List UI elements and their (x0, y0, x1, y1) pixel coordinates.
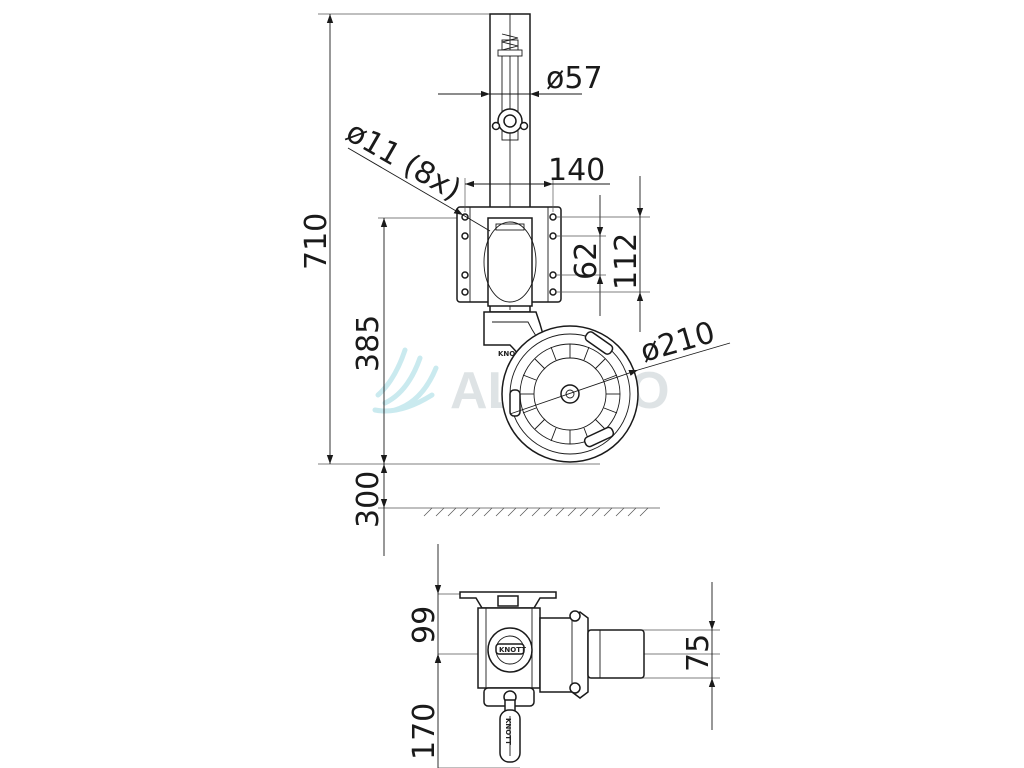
crank-handle: KNOTT (499, 699, 521, 763)
dim-tube-diameter: ø57 (546, 61, 603, 96)
jockey-wheel (501, 325, 639, 463)
dim-plate-offset: 99 (407, 606, 442, 644)
top-view: KNOTT KNOTT 99 170 75 (407, 544, 720, 768)
dim-clamp-height: 75 (681, 634, 716, 672)
dim-handle-length: 170 (407, 703, 442, 760)
dim-overall-height: 710 (299, 213, 334, 270)
bolt-holes (461, 213, 557, 296)
dim-hole-spacing-large: 112 (609, 233, 644, 290)
dim-wheel-diameter: ø210 (637, 315, 719, 369)
dim-bolt-holes: ø11 (8x) (340, 115, 467, 208)
dim-hole-spacing-small: 62 (569, 242, 604, 280)
side-view: KNOTT 710 (299, 13, 731, 556)
spring-icon (497, 33, 523, 57)
clamp-bracket (539, 611, 589, 699)
crank-knob-top-icon: KNOTT (487, 627, 533, 673)
brand-label-fork: KNOTT (498, 350, 525, 358)
watermark-wave-icon (372, 347, 439, 414)
brand-label-handle: KNOTT (504, 718, 512, 745)
dim-plate-width: 140 (548, 153, 605, 188)
brand-label-knob: KNOTT (499, 646, 526, 654)
crank-knob-icon (491, 108, 529, 134)
floor-hatch (423, 507, 649, 517)
dim-lift-travel: 300 (351, 471, 386, 528)
side-tube (587, 629, 645, 679)
dim-lower-height: 385 (351, 315, 386, 372)
